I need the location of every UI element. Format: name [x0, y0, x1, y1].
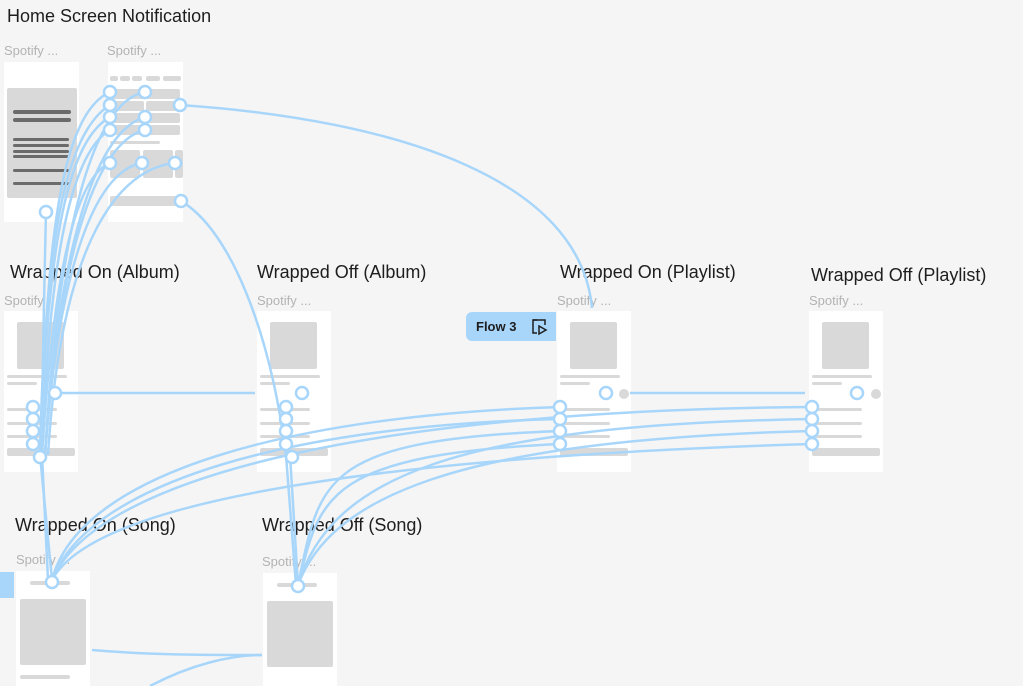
frame-label[interactable]: Spotify ...	[262, 554, 317, 569]
frame-label[interactable]: Spotify ...	[4, 43, 59, 58]
frame-home[interactable]	[108, 62, 183, 222]
section-title-wrapped-off-album: Wrapped Off (Album)	[257, 262, 427, 282]
frame-label[interactable]: Spotify ...	[809, 293, 864, 308]
frame-label[interactable]: Spotify ...	[557, 293, 612, 308]
section-title-wrapped-on-song: Wrapped On (Song)	[15, 515, 176, 535]
frame-label[interactable]: Spotify ...	[4, 293, 59, 308]
section-title-wrapped-on-playlist: Wrapped On (Playlist)	[560, 262, 736, 282]
frame-label[interactable]: Spotify ...	[107, 43, 162, 58]
play-flow-icon[interactable]	[530, 318, 548, 336]
frame-wrapped-off-playlist[interactable]	[809, 311, 883, 472]
frame-wrapped-off-album[interactable]	[257, 311, 331, 472]
flow-3-starting-point[interactable]: Flow 3	[466, 312, 556, 341]
section-title-wrapped-off-playlist: Wrapped Off (Playlist)	[811, 265, 987, 285]
flow-starting-point-edge[interactable]	[0, 572, 14, 598]
frame-wrapped-on-playlist[interactable]	[557, 311, 631, 472]
frame-wrapped-on-album[interactable]	[4, 311, 78, 472]
frame-label[interactable]: Spotify ...	[257, 293, 312, 308]
section-title-home: Home Screen Notification	[7, 6, 212, 26]
frame-label[interactable]: Spotify ...	[16, 552, 71, 567]
frame-notification[interactable]	[4, 62, 79, 222]
frame-wrapped-off-song[interactable]	[263, 573, 337, 686]
frame-wrapped-on-song[interactable]	[16, 571, 90, 686]
flow-label: Flow 3	[476, 319, 517, 334]
section-title-wrapped-on-album: Wrapped On (Album)	[10, 262, 180, 282]
section-title-wrapped-off-song: Wrapped Off (Song)	[262, 515, 423, 535]
